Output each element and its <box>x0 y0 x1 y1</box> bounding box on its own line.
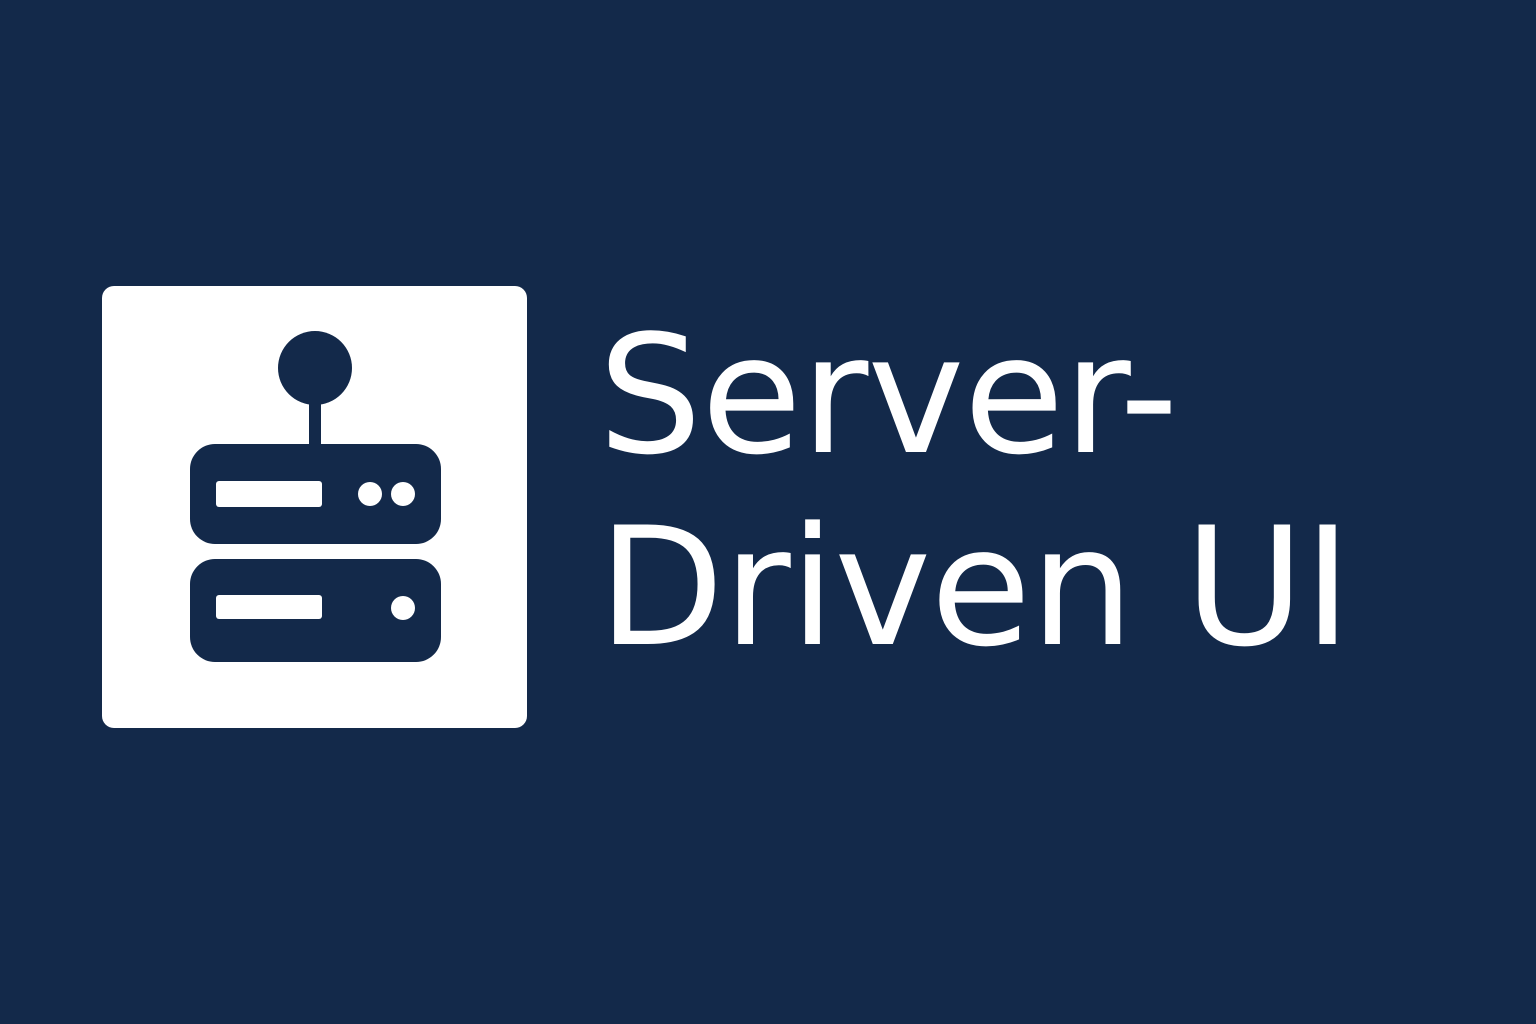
logo-tile <box>102 286 527 728</box>
title-line-2: Driven UI <box>598 492 1352 683</box>
drive-slot-bottom <box>216 595 322 619</box>
drive-slot-top <box>216 481 322 507</box>
server-icon <box>190 331 441 662</box>
page-title: Server- Driven UI <box>598 300 1498 684</box>
title-line-1: Server- <box>598 300 1179 491</box>
status-light-1 <box>358 482 382 506</box>
antenna-knob <box>278 331 352 405</box>
antenna-stem <box>309 386 321 452</box>
status-light-3 <box>391 596 415 620</box>
status-light-2 <box>391 482 415 506</box>
